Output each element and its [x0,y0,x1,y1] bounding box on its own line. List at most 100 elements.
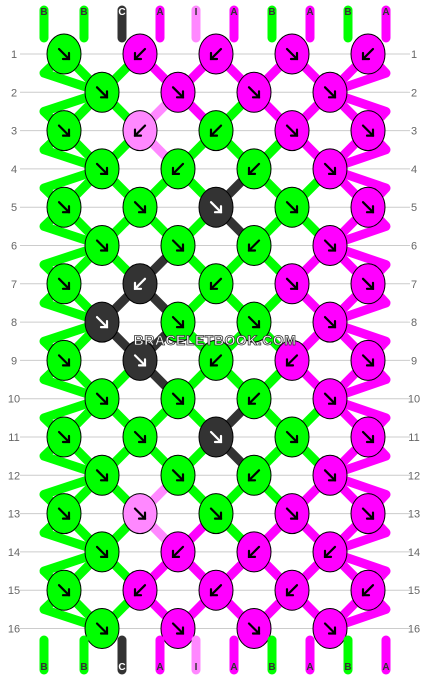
knot [274,186,310,228]
arrow-down-left-icon [247,392,261,405]
arrow-down-left-icon [361,584,375,597]
arrow-down-right-icon [171,622,185,635]
arrow-down-right-icon [323,316,337,329]
top-string-label: A [230,7,237,18]
arrow-down-left-icon [133,47,147,61]
row-number-right: 15 [408,585,420,597]
knot [122,110,158,152]
knot [312,225,348,266]
arrow-down-right-icon [95,316,109,329]
row-number-right: 5 [411,202,417,214]
knot [122,569,158,611]
knot [350,339,386,381]
arrow-down-right-icon [285,124,299,137]
knot [160,378,196,420]
arrow-down-right-icon [361,277,375,290]
knot [236,454,272,496]
knot [274,569,310,611]
knot [84,301,120,343]
row-number-left: 14 [8,547,20,559]
bottom-string-label: A [306,662,313,673]
knot [236,71,272,113]
knot [122,186,158,228]
knot [274,110,310,152]
arrow-down-right-icon [133,507,147,520]
knot [350,493,386,535]
arrow-down-left-icon [133,584,147,597]
arrow-down-right-icon [57,201,71,214]
knot [160,71,196,113]
knot [46,339,82,381]
arrow-down-right-icon [323,239,337,252]
knot [236,608,272,649]
arrow-down-left-icon [133,124,147,137]
arrow-down-right-icon [95,86,109,99]
knot [274,339,310,381]
row-number-right: 3 [411,126,417,138]
bottom-string-label: C [118,662,125,673]
arrow-down-left-icon [209,584,223,597]
knot [198,493,234,535]
arrow-down-right-icon [57,277,71,290]
arrow-down-right-icon [361,354,375,367]
knot [312,378,348,420]
knot [312,71,348,113]
bottom-string-label: I [195,662,198,673]
arrow-down-right-icon [95,392,109,405]
row-number-right: 2 [411,87,417,99]
knot [198,339,234,381]
top-string-label: B [344,7,351,18]
arrow-down-right-icon [323,469,337,482]
knot [274,493,310,535]
bottom-string-label: B [344,662,351,673]
top-string-label: A [306,7,313,18]
row-number-right: 11 [408,432,419,444]
knot [160,148,196,190]
knot [312,608,348,649]
knot [312,454,348,496]
top-string-label: I [195,7,198,18]
knot [312,531,348,573]
knot [160,608,196,649]
knot [236,148,272,190]
knot [46,416,82,458]
arrow-down-right-icon [57,584,71,597]
arrow-down-right-icon [171,316,185,329]
arrow-down-left-icon [209,354,223,367]
row-number-right: 6 [411,241,417,253]
arrow-down-right-icon [57,354,71,367]
row-number-left: 16 [8,624,20,636]
top-string-label: B [40,7,47,18]
knot [122,339,158,381]
knot [160,301,196,343]
row-number-left: 12 [8,470,20,482]
knot [84,531,120,573]
arrow-down-right-icon [285,201,299,214]
arrow-down-right-icon [361,507,375,520]
knot [46,263,82,305]
top-string-label: A [382,7,389,18]
knot [160,531,196,573]
knot [198,416,234,458]
knot [236,531,272,573]
knot [312,148,348,190]
knot [46,33,82,75]
knot [122,493,158,535]
arrow-down-left-icon [209,124,223,137]
top-string-label: B [268,7,275,18]
knot [160,454,196,496]
arrow-down-right-icon [361,124,375,137]
arrow-down-right-icon [209,201,223,214]
arrow-down-left-icon [361,47,375,61]
arrow-down-left-icon [247,162,261,175]
arrow-down-left-icon [171,545,185,559]
bottom-string-label: A [382,662,389,673]
arrow-down-right-icon [95,162,109,175]
arrow-down-left-icon [133,277,147,290]
arrow-down-right-icon [361,430,375,444]
arrow-down-left-icon [171,162,185,175]
